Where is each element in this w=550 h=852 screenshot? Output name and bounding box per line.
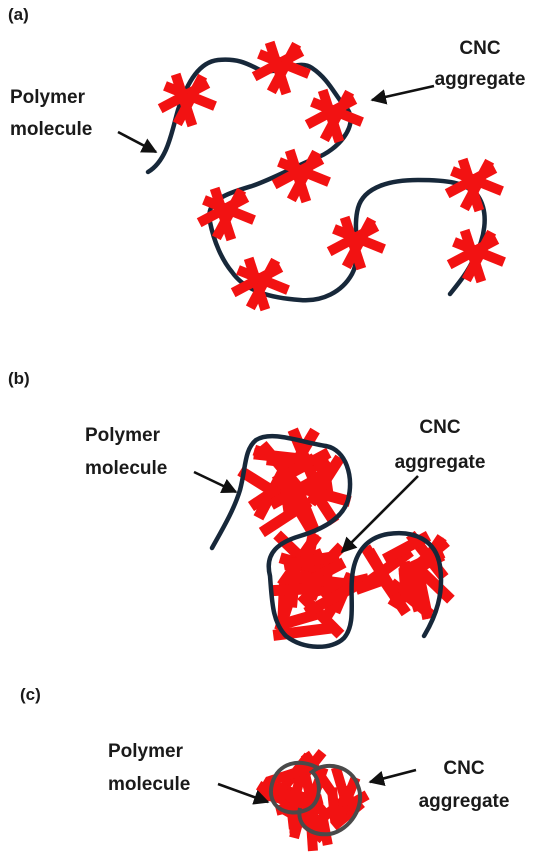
cnc-rod <box>457 157 485 213</box>
cnc-rod <box>264 40 292 96</box>
cnc-rod <box>339 215 367 271</box>
panel-a: (a) Polymer molecule CNC aggregate <box>8 5 526 312</box>
cnc-rod <box>286 149 322 203</box>
panel-b-cnc-label-line2: aggregate <box>395 452 486 473</box>
panel-c-polymer-label-line2: molecule <box>108 774 190 795</box>
cnc-rod <box>282 550 340 571</box>
cnc-rod <box>284 148 312 204</box>
panel-c-polymer-label-line1: Polymer <box>108 741 184 762</box>
cnc-rod <box>237 466 284 501</box>
cnc-rod <box>266 762 314 787</box>
cnc-rod <box>317 813 333 846</box>
cnc-rod <box>317 88 345 144</box>
cnc-rod <box>459 228 487 284</box>
cnc-rod <box>298 572 352 590</box>
panel-b-polymer-label-line2: molecule <box>85 458 167 479</box>
cnc-rod <box>297 591 345 639</box>
panel-a-polymer-label-line2: molecule <box>10 119 92 140</box>
panel-a-cnc-aggregates <box>157 40 506 312</box>
panel-c-polymer-chain <box>268 760 362 837</box>
panel-b: (b) Polymer molecule CNC aggregate <box>8 369 486 649</box>
cnc-rod <box>245 257 281 311</box>
cnc-rod <box>272 582 322 597</box>
cnc-rod <box>341 216 377 270</box>
cnc-rod <box>170 72 198 128</box>
cnc-rod <box>266 41 302 95</box>
cnc-rod <box>461 229 497 283</box>
panel-b-cnc-label-line1: CNC <box>419 417 460 438</box>
cnc-rod <box>172 73 208 127</box>
cnc-rod <box>306 454 345 507</box>
panel-c-cnc-label-line1: CNC <box>443 758 484 779</box>
panel-b-polymer-label-line1: Polymer <box>85 425 161 446</box>
panel-c-polymer-arrow <box>217 782 270 805</box>
panel-b-label: (b) <box>8 369 30 388</box>
panel-a-cnc-label-line1: CNC <box>459 38 500 59</box>
panel-b-polymer-chain <box>209 433 444 649</box>
panel-b-polymer-arrow <box>193 470 238 494</box>
cnc-rod <box>412 562 455 604</box>
panel-a-polymer-arrow <box>117 130 158 154</box>
cnc-rod <box>319 89 355 143</box>
panel-c-label: (c) <box>20 685 41 704</box>
panel-c-cnc-aggregate <box>256 748 370 852</box>
cnc-rod <box>330 766 352 807</box>
cnc-rod <box>360 544 400 598</box>
cnc-rod <box>258 496 313 538</box>
cnc-rod <box>211 187 247 241</box>
panel-c: (c) Polymer molecule CNC aggregate <box>20 685 510 852</box>
panel-c-cnc-label-line2: aggregate <box>419 791 510 812</box>
panel-a-cnc-arrow <box>370 84 435 105</box>
panel-b-cnc-aggregates <box>237 427 455 641</box>
panel-c-cnc-arrow <box>368 768 417 787</box>
cnc-rod <box>303 581 359 618</box>
cnc-rod <box>284 460 337 509</box>
panel-a-label: (a) <box>8 5 29 24</box>
cnc-rod <box>459 158 495 212</box>
panel-a-polymer-label-line1: Polymer <box>10 87 86 108</box>
cnc-rod <box>399 560 425 613</box>
cnc-rod <box>209 186 237 242</box>
panel-b-cnc-arrow <box>340 475 419 554</box>
cnc-rod <box>243 256 271 312</box>
panel-a-cnc-label-line2: aggregate <box>435 69 526 90</box>
cnc-rod <box>274 586 299 632</box>
